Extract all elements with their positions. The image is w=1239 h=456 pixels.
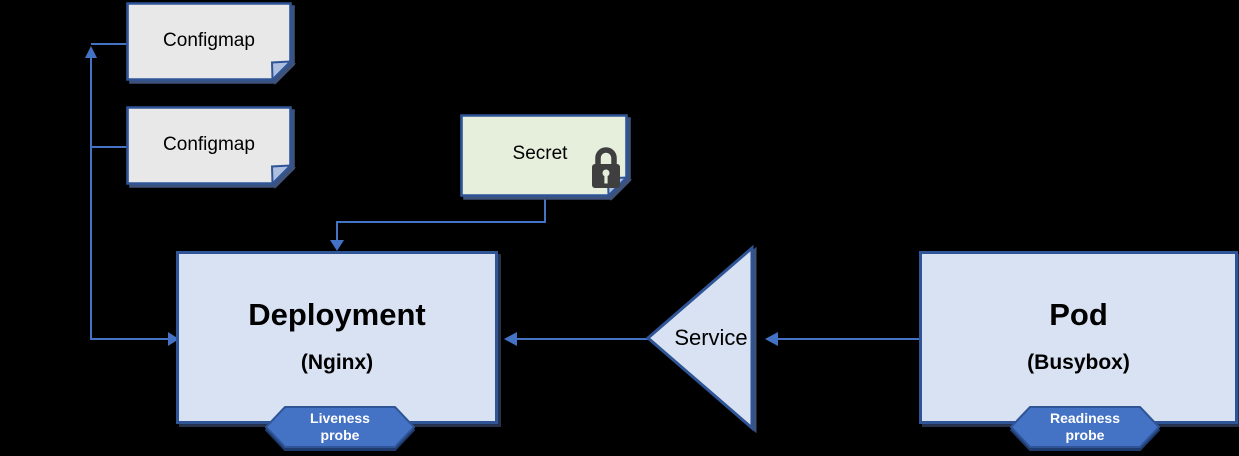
edge-configmaps-to-deployment <box>90 57 168 340</box>
service-label: Service <box>674 325 748 350</box>
secret-node: Secret <box>460 114 632 202</box>
pod-subtitle: (Busybox) <box>1027 351 1130 374</box>
folded-corner-icon <box>270 60 294 82</box>
lock-icon <box>592 147 620 188</box>
arrowhead-up-icon <box>85 46 97 58</box>
keyhole-stem <box>604 175 608 184</box>
arrowhead-down-icon <box>330 240 344 251</box>
service-triangle-shape <box>645 245 754 432</box>
badge-label: Liveness probe <box>265 406 415 448</box>
triangle <box>645 245 754 432</box>
hexagon <box>1010 406 1160 448</box>
configmap-label: Configmap <box>163 30 255 51</box>
secret-label: Secret <box>512 143 568 164</box>
liveness-probe-badge: Liveness probe <box>265 406 415 452</box>
folded-corner-icon <box>270 164 294 186</box>
service-node <box>645 245 757 433</box>
lock-shackle <box>595 147 617 166</box>
deployment-title: Deployment <box>248 297 426 332</box>
deployment-node: Deployment (Nginx) Liveness probe <box>176 251 498 448</box>
badge-label: Readiness probe <box>1010 406 1160 448</box>
hexagon-badge-shape <box>1010 406 1160 448</box>
arrowhead-left-icon <box>504 332 517 346</box>
hexagon-badge-shape <box>265 406 415 448</box>
configmap-node-2: Configmap <box>126 106 298 190</box>
pod-title: Pod <box>1049 297 1108 332</box>
badge-line1: Readiness <box>1049 410 1121 426</box>
badge-line1: Liveness <box>310 410 370 426</box>
badge-line2: probe <box>320 427 360 443</box>
note-shape <box>126 106 294 186</box>
deployment-subtitle: (Nginx) <box>300 351 374 374</box>
readiness-probe-badge: Readiness probe <box>1010 406 1160 452</box>
arrowhead-left-icon <box>765 332 778 346</box>
hexagon <box>265 406 415 448</box>
keyhole <box>602 169 610 177</box>
configmap-label: Configmap <box>163 134 255 155</box>
configmap-node-1: Configmap <box>126 2 298 86</box>
pod-node: Pod (Busybox) Readiness probe <box>919 251 1238 448</box>
badge-line2: probe <box>1065 427 1105 443</box>
